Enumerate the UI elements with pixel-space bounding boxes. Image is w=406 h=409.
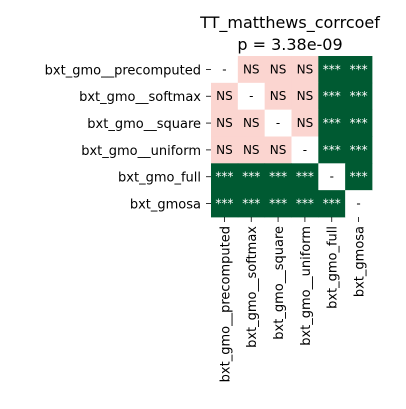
heatmap-cell: [318, 190, 346, 218]
heatmap-cell-label: NS: [297, 116, 314, 130]
heatmap-cell: [211, 136, 239, 164]
chart-subtitle: p = 3.38e-09: [237, 35, 342, 54]
heatmap-cell-label: NS: [216, 89, 233, 103]
column-label: bxt_gmosa: [353, 226, 368, 297]
heatmap-cell: [318, 56, 346, 84]
heatmap-cell-label: NS: [297, 62, 314, 76]
heatmap-cell: [264, 82, 292, 111]
heatmap-cell-label: ***: [323, 143, 341, 157]
heatmap-cell: [237, 109, 266, 137]
heatmap-cell: [291, 190, 319, 218]
heatmap-cell-label: ***: [296, 197, 314, 211]
column-labels: bxt_gmo__precomputed bxt_gmo__softmax bxt_…: [218, 216, 368, 382]
heatmap-cell: [345, 82, 373, 111]
heatmap-cell: [318, 82, 346, 111]
column-label: bxt_gmo__precomputed: [218, 226, 233, 382]
heatmap-cell-label: ***: [350, 143, 368, 157]
heatmap-cell: [264, 136, 292, 164]
column-label: bxt_gmo_full: [326, 226, 341, 309]
heatmap-cell: [291, 82, 319, 111]
heatmap-cell-label: NS: [270, 89, 287, 103]
heatmap-cell: [237, 82, 266, 111]
heatmap-cell-label: ***: [323, 62, 341, 76]
heatmap-cell: [345, 190, 373, 218]
heatmap-cell-label: ***: [296, 170, 314, 184]
heatmap-cell: [237, 136, 266, 164]
heatmap-cell-label: -: [222, 62, 226, 76]
row-label: bxt_gmo__softmax: [79, 90, 201, 105]
heatmap-cell: [318, 163, 346, 191]
heatmap-cell: [237, 190, 266, 218]
heatmap-cell: [345, 109, 373, 137]
heatmap-cell-label: -: [249, 89, 253, 103]
heatmap-cell: [345, 56, 373, 84]
heatmap-cell-label: NS: [270, 62, 287, 76]
heatmap-cell: [318, 136, 346, 164]
heatmap-cell: [211, 190, 239, 218]
heatmap-cell-label: NS: [270, 143, 287, 157]
heatmap-cell-label: ***: [215, 197, 233, 211]
heatmap-cell-label: -: [276, 116, 280, 130]
heatmap-cell: [264, 109, 292, 137]
heatmap-cell: [291, 136, 319, 164]
row-label: bxt_gmo__uniform: [81, 144, 201, 159]
heatmap-cell-label: -: [330, 170, 334, 184]
heatmap-cell-label: ***: [323, 116, 341, 130]
heatmap-cell-label: NS: [243, 62, 260, 76]
heatmap-cell-label: ***: [242, 170, 260, 184]
row-label: bxt_gmo_full: [118, 171, 201, 186]
heatmap-cells: - NS NS NS *** *** NS - NS NS *** *** NS NS - NS *** *** N…: [211, 56, 373, 218]
heatmap-cell-label: ***: [350, 62, 368, 76]
heatmap-cell-label: NS: [243, 143, 260, 157]
row-label: bxt_gmo__square: [87, 117, 201, 132]
heatmap-cell: [211, 163, 239, 191]
heatmap-cell-label: NS: [243, 116, 260, 130]
chart-title: TT_matthews_corrcoef: [199, 13, 380, 33]
heatmap-cell: [264, 56, 292, 84]
heatmap-cell-label: ***: [215, 170, 233, 184]
heatmap-cell-label: ***: [350, 170, 368, 184]
heatmap-cell-label: NS: [216, 116, 233, 130]
heatmap-cell-label: ***: [350, 89, 368, 103]
heatmap-cell-label: -: [303, 143, 307, 157]
heatmap-cell: [264, 190, 292, 218]
heatmap-cell-label: ***: [269, 170, 287, 184]
heatmap-cell: [318, 109, 346, 137]
row-label: bxt_gmo__precomputed: [45, 63, 201, 78]
heatmap-cell: [345, 163, 373, 191]
heatmap-cell: [345, 136, 373, 164]
column-label: bxt_gmo__uniform: [299, 226, 314, 346]
heatmap-cell-label: ***: [323, 89, 341, 103]
heatmap-cell: [264, 163, 292, 191]
heatmap-cell-label: NS: [297, 89, 314, 103]
heatmap-cell: [237, 56, 266, 84]
row-labels: bxt_gmo__precomputed bxt_gmo__softmax bxt_…: [45, 63, 211, 213]
heatmap-cell-label: ***: [323, 197, 341, 211]
column-label: bxt_gmo__square: [272, 226, 287, 340]
heatmap-cell-label: NS: [216, 143, 233, 157]
heatmap-cell: [291, 163, 319, 191]
heatmap-cell-label: -: [356, 197, 360, 211]
heatmap-cell-label: ***: [269, 197, 287, 211]
heatmap-cell-label: ***: [350, 116, 368, 130]
heatmap-cell: [291, 56, 319, 84]
column-label: bxt_gmo__softmax: [245, 226, 260, 348]
heatmap-cell: [237, 163, 266, 191]
heatmap-cell: [291, 109, 319, 137]
row-label: bxt_gmosa: [130, 198, 201, 213]
heatmap-cell: [211, 109, 239, 137]
heatmap-cell-label: ***: [242, 197, 260, 211]
heatmap-cell: [211, 82, 239, 111]
heatmap-cell: [211, 56, 239, 84]
